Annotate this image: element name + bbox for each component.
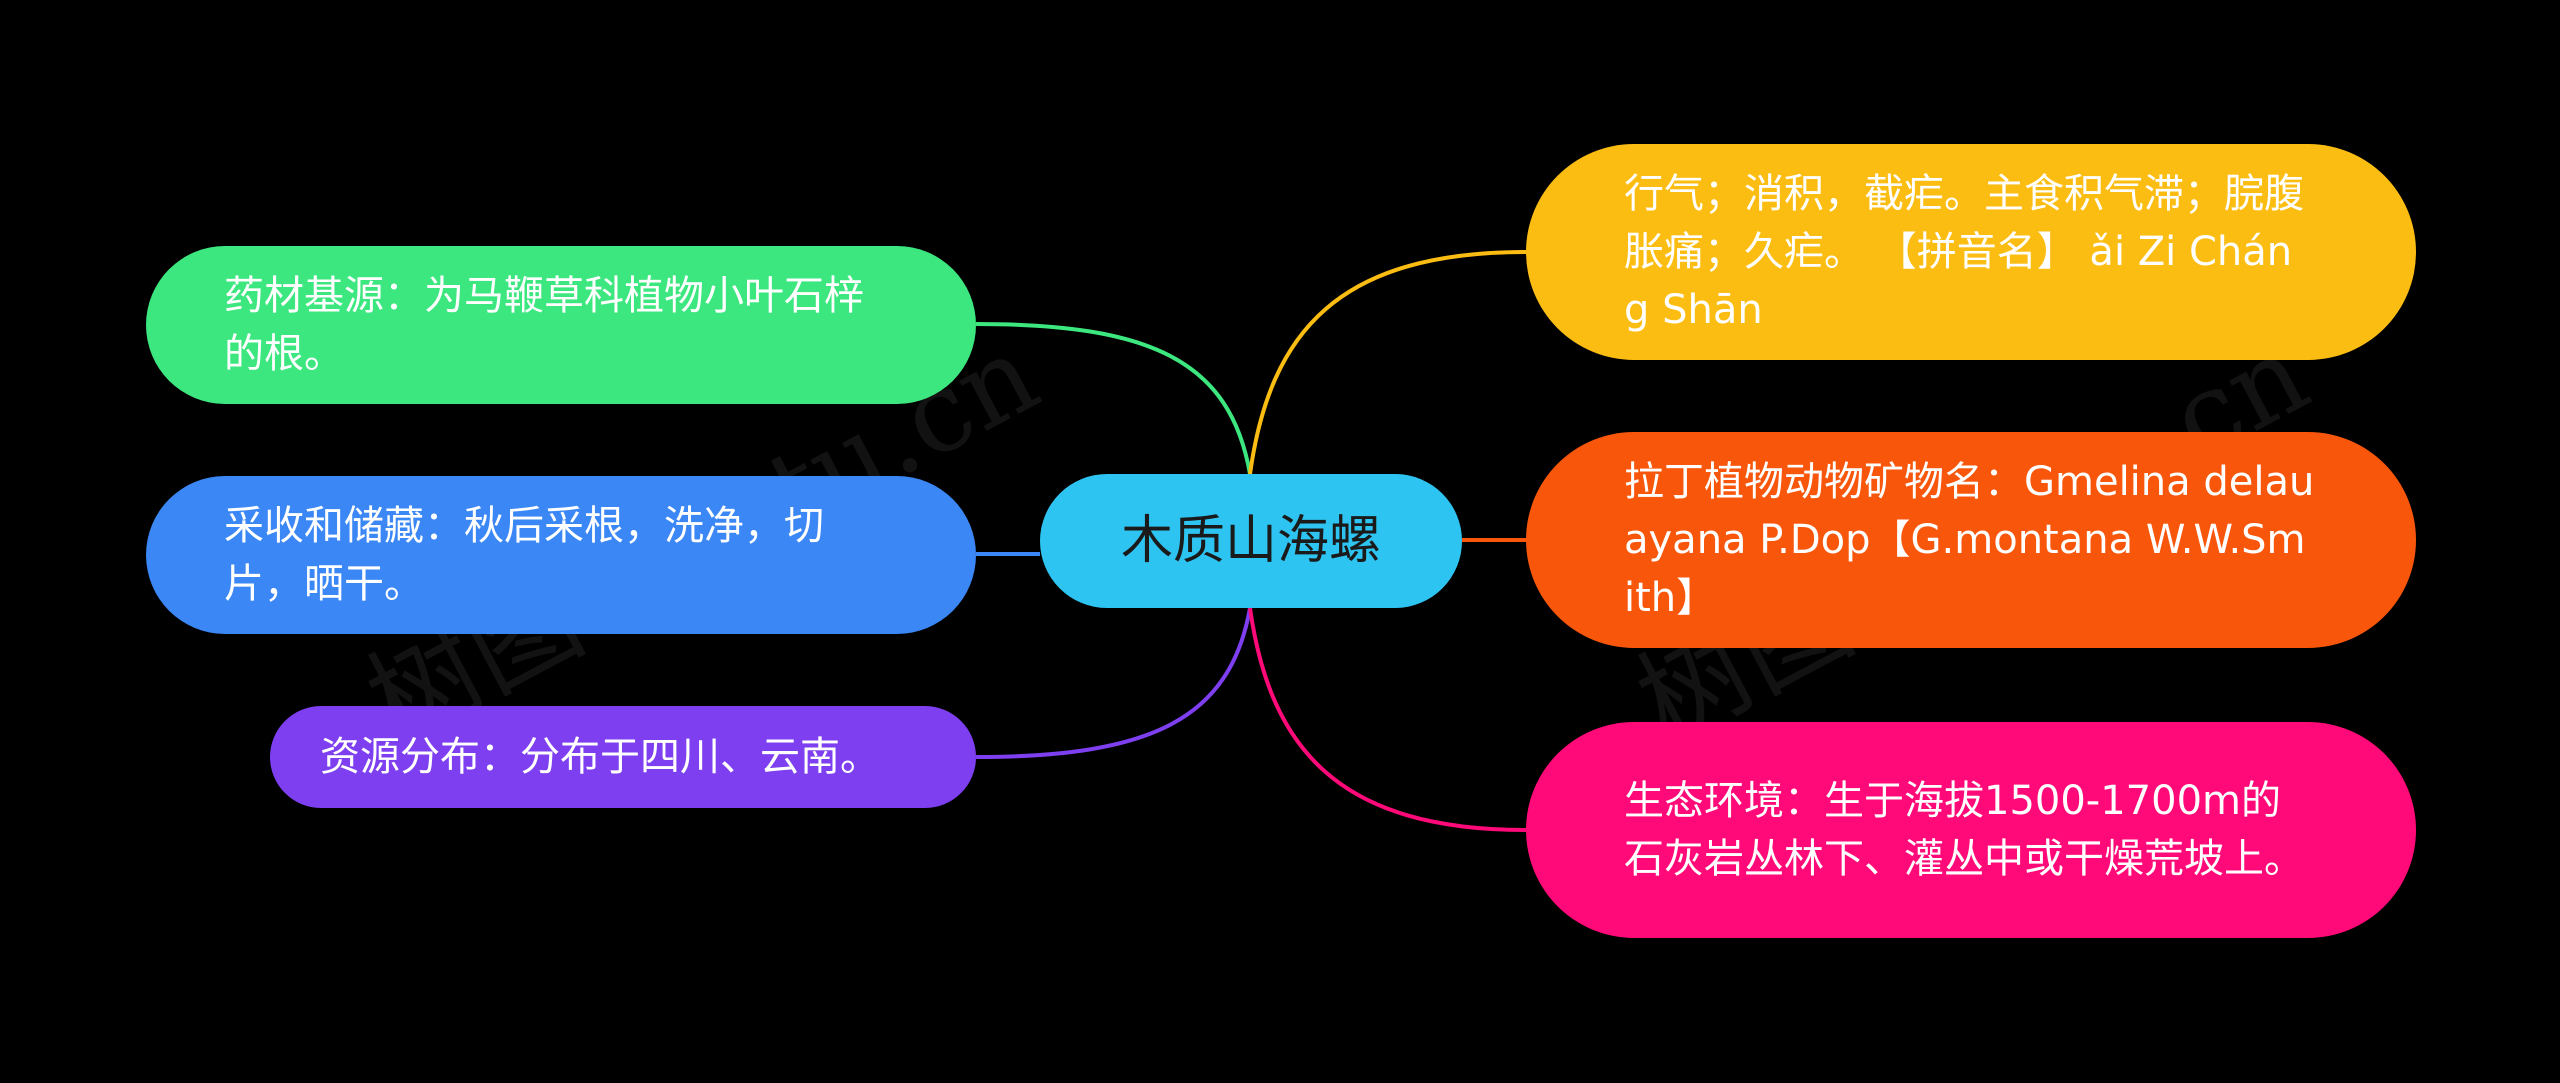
branch-node-habitat[interactable]: 生态环境：生于海拔1500-1700m的石灰岩丛林下、灌丛中或干燥荒坡上。 xyxy=(1526,722,2416,938)
connector-left-1 xyxy=(975,322,1252,475)
branch-node-latin-name[interactable]: 拉丁植物动物矿物名：Gmelina delauayana P.Dop【G.mon… xyxy=(1526,432,2416,648)
branch-node-label: 生态环境：生于海拔1500-1700m的石灰岩丛林下、灌丛中或干燥荒坡上。 xyxy=(1624,778,2304,882)
branch-node-label: 行气；消积，截疟。主食积气滞；脘腹胀痛；久疟。 【拼音名】 ǎi Zi Chán… xyxy=(1624,171,2304,333)
connector-right-3 xyxy=(1248,607,1527,832)
branch-node-label: 采收和储藏：秋后采根，洗净，切片，晒干。 xyxy=(224,503,824,607)
branch-node-source[interactable]: 药材基源：为马鞭草科植物小叶石梓的根。 xyxy=(146,246,976,404)
branch-node-distribution[interactable]: 资源分布：分布于四川、云南。 xyxy=(270,706,976,808)
root-node-label: 木质山海螺 xyxy=(1120,511,1381,571)
branch-node-label: 资源分布：分布于四川、云南。 xyxy=(320,734,880,780)
branch-node-harvest[interactable]: 采收和储藏：秋后采根，洗净，切片，晒干。 xyxy=(146,476,976,634)
branch-node-label: 拉丁植物动物矿物名：Gmelina delauayana P.Dop【G.mon… xyxy=(1624,459,2315,621)
connector-left-3 xyxy=(975,607,1252,759)
branch-node-function[interactable]: 行气；消积，截疟。主食积气滞；脘腹胀痛；久疟。 【拼音名】 ǎi Zi Chán… xyxy=(1526,144,2416,360)
connector-right-1 xyxy=(1248,250,1527,475)
root-node[interactable]: 木质山海螺 xyxy=(1040,474,1462,608)
branch-node-label: 药材基源：为马鞭草科植物小叶石梓的根。 xyxy=(224,273,864,377)
